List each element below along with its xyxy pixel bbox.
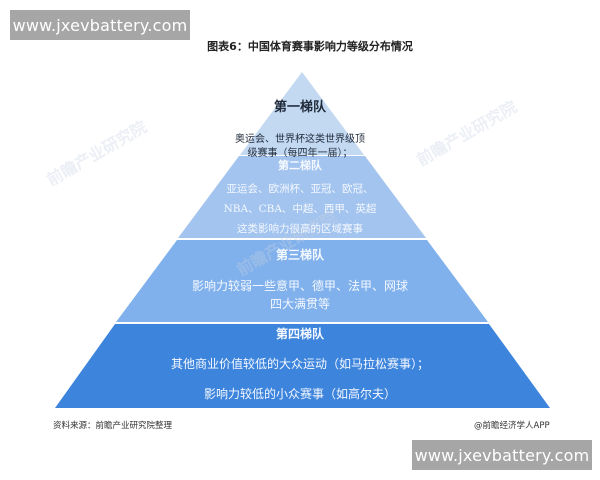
tier-1-line-2: 级赛事（每四年一届）； xyxy=(247,148,353,159)
tier-4-shape xyxy=(55,324,550,408)
tier-4-line-1: 其他商业价值较低的大众运动（如马拉松赛事）； xyxy=(170,357,429,371)
tier-4-desc: 其他商业价值较低的大众运动（如马拉松赛事）； 影响力较低的小众赛事（如高尔夫） xyxy=(0,356,600,403)
tier-4-heading: 第四梯队 xyxy=(275,327,324,341)
tier-3-line-2: 四大满贯等 xyxy=(269,297,330,311)
tier-3-line-1: 影响力较弱一些意甲、德甲、法甲、网球 xyxy=(191,279,408,293)
tier-2-desc: 亚运会、欧洲杯、亚冠、欧冠、 NBA、CBA、中超、西甲、英超 这类影响力很高的… xyxy=(0,179,600,239)
tier-1-label: 第一梯队 奥运会、世界杯这类世界级顶 级赛事（每四年一届）； xyxy=(0,96,600,161)
tier-3-shape xyxy=(116,240,488,322)
tier-2-heading: 第二梯队 xyxy=(278,159,322,172)
chart-title: 图表6：中国体育赛事影响力等级分布情况 xyxy=(207,40,413,53)
tier-2-shape xyxy=(178,156,426,238)
tier-2-line-2: NBA、CBA、中超、西甲、英超 xyxy=(223,203,377,215)
tier-1-line-1: 奥运会、世界杯这类世界级顶 xyxy=(235,134,365,145)
credit-note: @前瞻经济学人APP xyxy=(474,421,550,431)
site-watermark-badge-top: www.jxevbattery.com xyxy=(10,10,190,40)
tier-4-line-2: 影响力较低的小众赛事（如高尔夫） xyxy=(203,387,396,401)
tier-2-label: 第二梯队 亚运会、欧洲杯、亚冠、欧冠、 NBA、CBA、中超、西甲、英超 这类影… xyxy=(0,157,600,239)
source-note: 资料来源：前瞻产业研究院整理 xyxy=(53,421,173,431)
tier-3-heading: 第三梯队 xyxy=(275,248,324,262)
tier-1-shape xyxy=(240,72,364,155)
tier-2-line-3: 这类影响力很高的区域赛事 xyxy=(237,223,363,235)
tier-4-label: 第四梯队 其他商业价值较低的大众运动（如马拉松赛事）； 影响力较低的小众赛事（如… xyxy=(0,325,600,403)
tier-1-heading: 第一梯队 xyxy=(273,100,326,115)
site-watermark-badge-bottom: www.jxevbattery.com xyxy=(412,440,592,470)
tier-3-desc: 影响力较弱一些意甲、德甲、法甲、网球 四大满贯等 xyxy=(0,277,600,313)
tier-2-line-1: 亚运会、欧洲杯、亚冠、欧冠、 xyxy=(226,183,374,195)
tier-3-label: 第三梯队 影响力较弱一些意甲、德甲、法甲、网球 四大满贯等 xyxy=(0,246,600,313)
tier-1-desc: 奥运会、世界杯这类世界级顶 级赛事（每四年一届）； xyxy=(0,133,600,161)
